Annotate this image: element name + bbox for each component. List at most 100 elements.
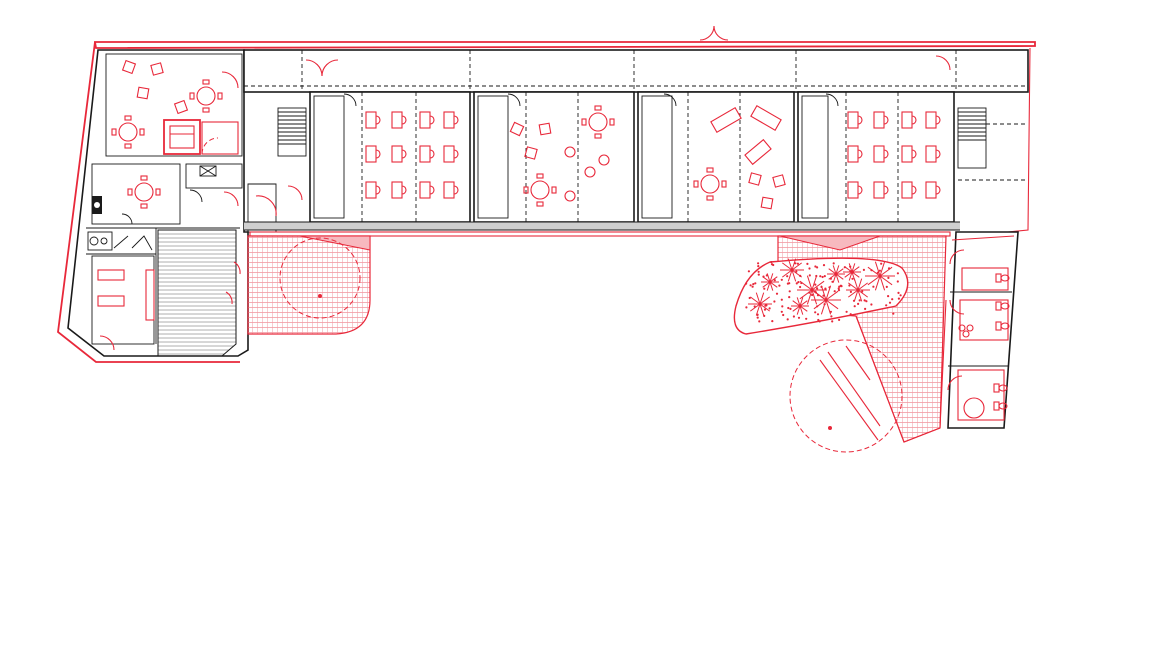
plant-dot [752, 283, 755, 286]
plant-dot [773, 300, 776, 303]
plant-leaf [769, 273, 774, 283]
plant-dot [816, 305, 819, 308]
plant-dot [849, 313, 852, 316]
plant-dot [817, 318, 820, 322]
left-wing [67, 49, 249, 357]
plant-leaf [791, 269, 797, 282]
classroom-3 [637, 91, 795, 223]
plant-dot [878, 269, 882, 272]
plant-dot [757, 265, 760, 268]
plant-leaf [759, 292, 765, 305]
plant-dot [787, 306, 790, 310]
classroom-2 [473, 91, 635, 223]
plant-dot [799, 274, 802, 277]
plant-dot [806, 262, 809, 265]
plant-dot [797, 316, 801, 319]
plant-leaf [857, 278, 863, 291]
plant-dot [876, 271, 879, 274]
plant-dot [832, 262, 835, 265]
plant-dot [800, 281, 803, 285]
plant-leaf [796, 297, 801, 307]
plant-dot [757, 262, 760, 265]
plant-dot [814, 265, 817, 268]
plant-dot [896, 280, 899, 283]
plant-dot [808, 274, 811, 277]
plant-dot [870, 269, 873, 272]
plant-leaf [813, 299, 827, 310]
plant-dot [757, 273, 760, 276]
plant-leaf [857, 289, 863, 302]
plant-dot [765, 274, 768, 277]
plant-dot [885, 304, 888, 307]
plant-dot [897, 297, 901, 300]
plant-dot [863, 299, 866, 302]
plant-leaf [806, 275, 813, 291]
terrace-left [247, 235, 371, 335]
plant-dot [795, 270, 798, 273]
plant-dot [849, 290, 853, 293]
plant-dot [781, 305, 784, 308]
plant-leaf [848, 289, 859, 298]
plant-dot [870, 303, 873, 306]
plant-dot [775, 292, 779, 295]
plant-leaf [867, 266, 881, 277]
plant-leaf [825, 299, 839, 310]
plant-dot [845, 310, 848, 313]
plant-leaf [799, 305, 808, 312]
plant-dot [858, 299, 861, 302]
plant-dot [805, 317, 808, 320]
classroom-wall-band [244, 221, 960, 237]
main-corridor [243, 25, 1029, 93]
plant-leaf [848, 282, 859, 291]
plant-dot [792, 315, 796, 318]
plant-leaf [792, 305, 801, 312]
plant-dot [837, 289, 841, 292]
plant-dot [829, 277, 833, 280]
plant-dot [768, 307, 771, 310]
plant-leaf [799, 297, 804, 307]
plant-dot [887, 295, 890, 298]
plant-dot [830, 315, 833, 318]
plant-leaf [811, 275, 818, 291]
plant-leaf [759, 296, 770, 305]
plant-leaf [750, 296, 761, 305]
plant-dot [754, 282, 757, 285]
plant-dot [816, 313, 820, 316]
plant-dot [762, 275, 765, 278]
plant-dot [818, 320, 821, 323]
plant-leaf [832, 265, 837, 275]
plant-dot [888, 301, 892, 304]
plant-dot [773, 279, 776, 282]
plant-dot [853, 305, 856, 308]
plant-dot [885, 285, 888, 288]
plant-dot [778, 284, 781, 287]
plant-dot [862, 268, 866, 271]
plant-leaf [835, 265, 840, 275]
plant-leaf [879, 266, 893, 277]
plant-dot [823, 303, 826, 306]
plant-dot [839, 284, 843, 287]
plant-leaf [874, 275, 881, 291]
plant-leaf [791, 258, 797, 271]
plant-dot [756, 313, 759, 316]
plant-dot [849, 265, 852, 268]
planter [733, 257, 909, 335]
plant-dot [757, 270, 760, 273]
plant-leaf [835, 273, 840, 283]
plant-leaf [832, 273, 837, 283]
plant-dot [811, 293, 814, 297]
plant-dot [753, 305, 756, 308]
plant-dot [865, 300, 868, 303]
plant-leaf [799, 300, 808, 307]
plant-leaf [796, 305, 801, 315]
plant-dot [770, 263, 774, 266]
plant-dot [872, 285, 875, 288]
plant-dot [796, 262, 800, 265]
plant-dot [794, 262, 797, 265]
plant-leaf [844, 271, 853, 278]
plant-leaf [857, 289, 868, 298]
plant-dot [857, 302, 860, 305]
plant-dot [782, 313, 785, 317]
plant-dot [788, 290, 791, 293]
plant-leaf [759, 303, 770, 312]
